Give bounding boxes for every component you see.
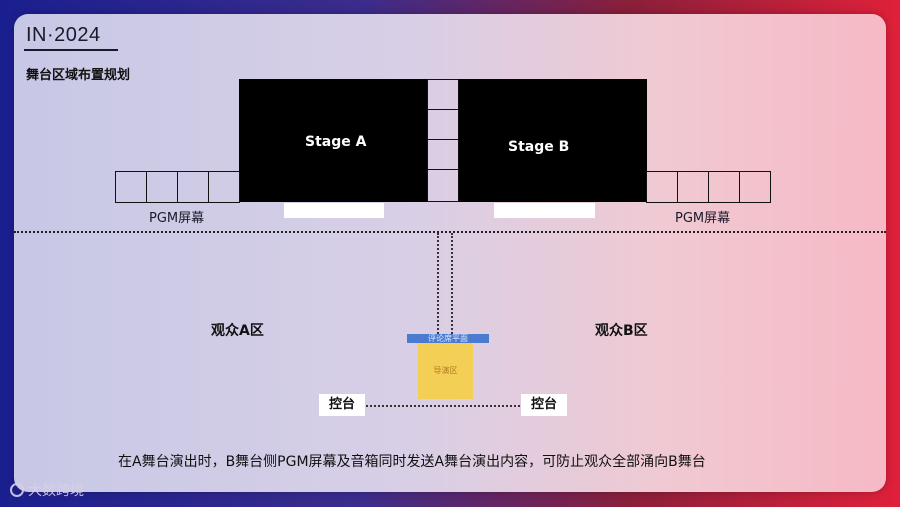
bridge-cell — [427, 79, 459, 110]
stage-b: Stage B — [459, 79, 647, 202]
stage-a: Stage A — [239, 79, 427, 202]
console-right: 控台 — [521, 394, 567, 416]
console-link-line — [366, 405, 520, 407]
pgm-screen-left-label: PGM屏幕 — [149, 211, 205, 226]
director-area: 导演区 — [418, 343, 473, 399]
screen-panel — [739, 171, 771, 203]
pgm-screen-left — [115, 171, 240, 203]
caption-text: 在A舞台演出时，B舞台侧PGM屏幕及音箱同时发送A舞台演出内容，可防止观众全部涌… — [118, 454, 706, 470]
watermark-text: 大数跨境 — [28, 483, 84, 499]
watermark: 大数跨境 — [10, 480, 84, 500]
stage-b-front-strip — [494, 203, 595, 218]
watermark-logo-icon — [10, 483, 24, 497]
audience-zone-a: 观众A区 — [211, 323, 264, 339]
screen-panel — [177, 171, 209, 203]
screen-panel — [646, 171, 678, 203]
brand-underline — [24, 49, 118, 51]
slide-card — [14, 14, 886, 492]
cable-line — [451, 233, 453, 337]
screen-panel — [677, 171, 709, 203]
screen-panel — [115, 171, 147, 203]
stage-b-label: Stage B — [508, 139, 570, 155]
console-left: 控台 — [319, 394, 365, 416]
brand-logo-text: IN·2024 — [26, 24, 101, 46]
stage-audience-divider — [14, 231, 886, 233]
pgm-screen-right-label: PGM屏幕 — [675, 211, 731, 226]
page-title: 舞台区域布置规划 — [26, 68, 131, 83]
pgm-screen-right — [646, 171, 771, 203]
cable-line — [437, 233, 439, 337]
bridge-cell — [427, 109, 459, 140]
commentary-platform: 评论席平面 — [407, 334, 489, 343]
screen-panel — [708, 171, 740, 203]
audience-zone-b: 观众B区 — [595, 323, 648, 339]
screen-panel — [208, 171, 240, 203]
stage-a-front-strip — [284, 203, 384, 218]
stage-a-label: Stage A — [305, 134, 367, 150]
screen-panel — [146, 171, 178, 203]
bridge-cell — [427, 139, 459, 170]
bridge-cell — [427, 169, 459, 202]
stage-bridge — [427, 79, 459, 202]
